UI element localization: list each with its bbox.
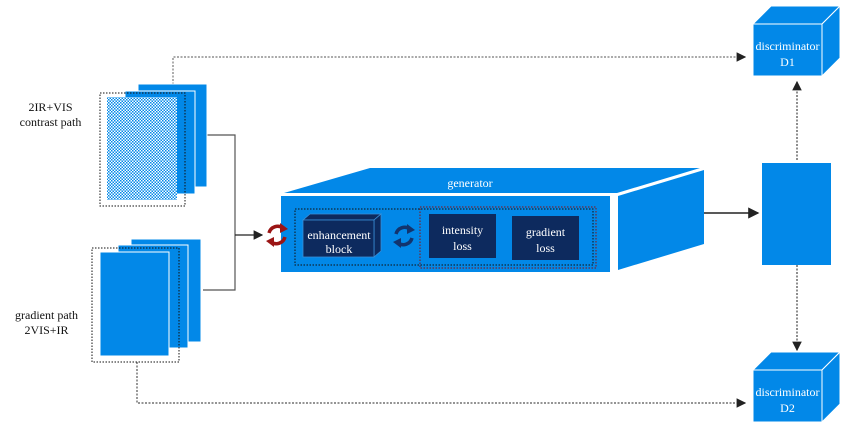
enhancement-block-box bbox=[302, 219, 375, 258]
gradient-path-stack bbox=[91, 238, 202, 363]
discriminator-d1-label-line2: D1 bbox=[780, 55, 795, 69]
contrast-selection-box bbox=[99, 92, 186, 207]
gradient-image-front bbox=[99, 251, 170, 357]
generator-title: generator bbox=[447, 176, 493, 190]
intensity-loss-label-line1: intensity bbox=[441, 223, 484, 237]
enhancement-block-label: enhancement block bbox=[300, 228, 378, 256]
contrast-path-label-line2: contrast path bbox=[19, 115, 82, 129]
enhancement-block-label-line2: block bbox=[325, 242, 353, 256]
gradient-to-d2-dotted-line bbox=[136, 362, 747, 408]
loss-dotted-box bbox=[419, 206, 597, 269]
contrast-path-label-line1: 2IR+VIS bbox=[28, 100, 73, 114]
gradient-selection-box bbox=[91, 247, 180, 363]
gradient-loss-box bbox=[512, 216, 579, 260]
contrast-to-d1-dotted-line bbox=[172, 52, 747, 88]
intensity-loss-label-line2: loss bbox=[453, 239, 472, 253]
gradient-loss-label-line2: loss bbox=[536, 241, 555, 255]
connectors bbox=[136, 52, 802, 408]
generator-block bbox=[266, 168, 704, 272]
discriminator-d1-label: discriminator D1 bbox=[751, 38, 824, 70]
generator-side-face bbox=[618, 170, 704, 270]
generator-top-face bbox=[284, 168, 700, 193]
refresh-cycle-icon-navy bbox=[393, 224, 415, 248]
discriminator-d1-label-line1: discriminator bbox=[755, 39, 820, 53]
refresh-cycle-icon-red bbox=[266, 223, 288, 247]
discriminator-d2-label-line2: D2 bbox=[780, 401, 795, 415]
discriminator-d2-label: discriminator D2 bbox=[751, 384, 824, 416]
enhancement-block-label-line1: enhancement bbox=[307, 228, 371, 242]
discriminator-d2-label-line1: discriminator bbox=[755, 385, 820, 399]
contrast-path-stack bbox=[99, 83, 208, 207]
contrast-image-front bbox=[107, 97, 177, 200]
discriminator-d2-cube bbox=[751, 350, 842, 424]
intensity-loss-label: intensity loss bbox=[429, 222, 496, 254]
gradient-path-label: gradient path 2VIS+IR bbox=[4, 308, 89, 338]
gradient-loss-label: gradient loss bbox=[512, 224, 579, 256]
discriminator-d1-cube bbox=[751, 4, 842, 78]
contrast-path-label: 2IR+VIS contrast path bbox=[8, 100, 93, 130]
gradient-path-label-line2: 2VIS+IR bbox=[24, 323, 69, 337]
contrast-stack-line bbox=[203, 134, 236, 291]
gradient-path-label-line1: gradient path bbox=[15, 308, 78, 322]
fused-image bbox=[762, 163, 831, 265]
intensity-loss-box bbox=[429, 214, 496, 258]
gradient-loss-label-line1: gradient bbox=[525, 225, 566, 239]
